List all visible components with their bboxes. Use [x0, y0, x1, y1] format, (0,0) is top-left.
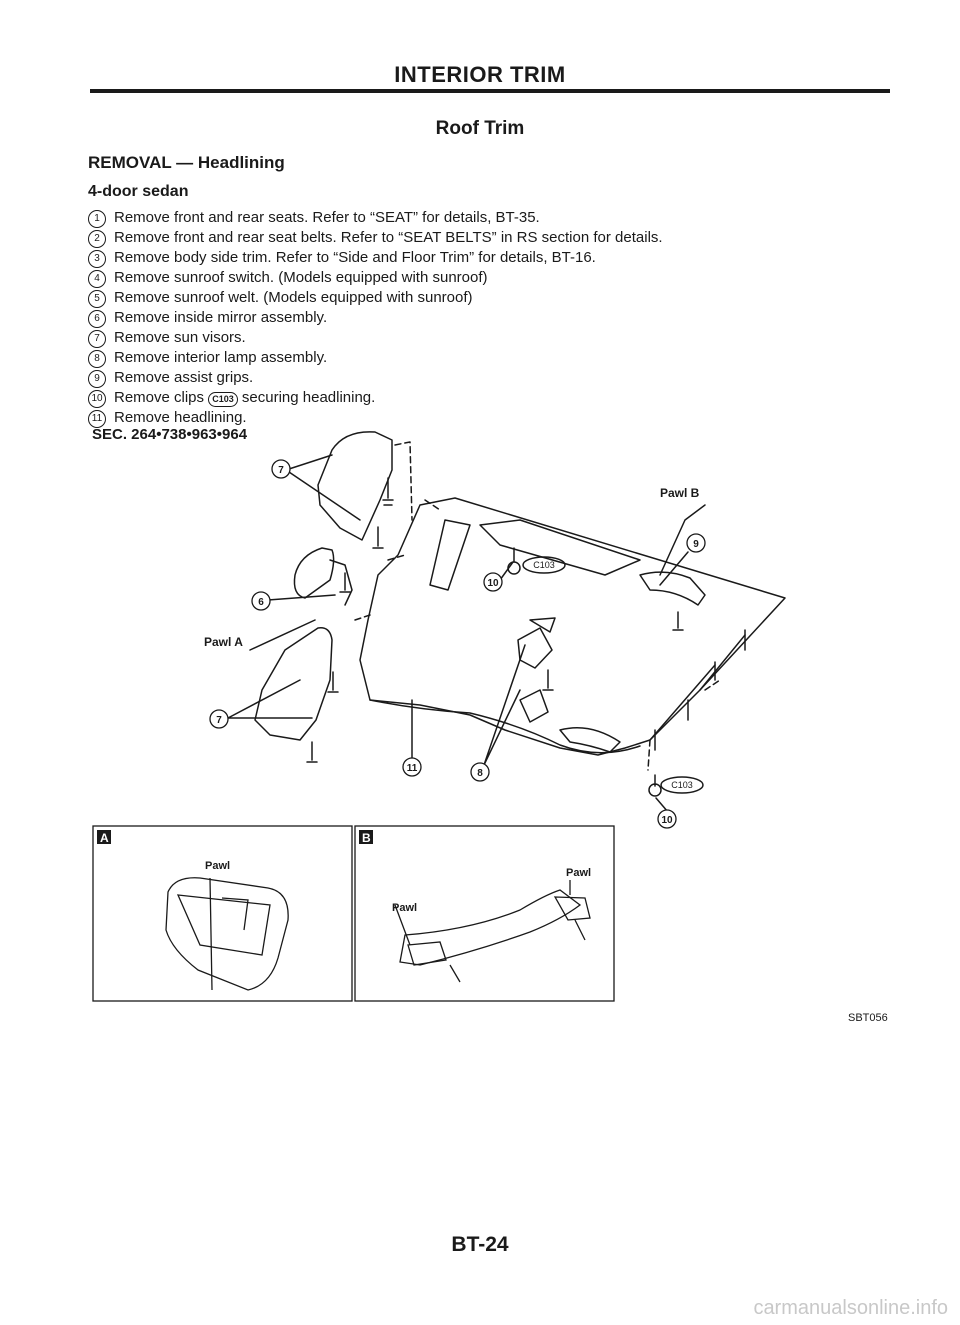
step-number: 4 [88, 270, 106, 288]
callout-label: 10 [661, 815, 673, 826]
callout-7-lower [209, 709, 229, 729]
step-number: 6 [88, 310, 106, 328]
step-number: 10 [88, 390, 106, 408]
step-text: Remove front and rear seat belts. Refer … [114, 229, 663, 246]
callout-9 [686, 533, 706, 553]
inset-b-letter: B [362, 831, 371, 845]
step-text: Remove sun visors. [114, 329, 246, 346]
page-number: BT-24 [451, 1233, 509, 1256]
step-number: 9 [88, 370, 106, 388]
callout-8 [470, 762, 490, 782]
inset-b-pawl-right-label: Pawl [566, 867, 591, 879]
sun-visor-upper [317, 431, 393, 541]
pawl-a-label: Pawl A [204, 635, 243, 649]
callout-label: 9 [693, 539, 699, 550]
step-item: 2 Remove front and rear seat belts. Refer… [88, 228, 663, 248]
clip-oval-label: C103 [533, 560, 555, 570]
step-text: Remove headlining. [114, 409, 247, 426]
step-text: Remove interior lamp assembly. [114, 349, 328, 366]
inset-a-mirror-housing [165, 877, 289, 991]
section-title: Roof Trim [435, 118, 525, 139]
sunroof-opening [479, 519, 641, 576]
interior-lamp-front [517, 627, 553, 669]
inset-b-assist-grip [399, 889, 582, 966]
assist-grip-front [559, 727, 621, 753]
callout-6 [251, 591, 271, 611]
callout-10-upper [483, 572, 503, 592]
callout-11 [402, 757, 422, 777]
assist-grip-rear [639, 571, 706, 606]
mirror-stem [329, 559, 353, 606]
step-item: 1 Remove front and rear seats. Refer to “… [88, 208, 663, 228]
header-rule [90, 89, 890, 93]
callout-10-lower [657, 809, 677, 829]
step-text: Remove clips [114, 389, 205, 406]
callout-label: 8 [477, 768, 483, 779]
step-item: 8 Remove interior lamp assembly. [88, 348, 663, 368]
callout-label: 7 [216, 715, 222, 726]
step-text: Remove sunroof switch. (Models equipped … [114, 269, 488, 286]
step-text: Remove sunroof welt. (Models equipped wi… [114, 289, 473, 306]
callout-label: 10 [487, 578, 499, 589]
step-number: 8 [88, 350, 106, 368]
removal-title: REMOVAL — Headlining [88, 153, 285, 172]
step-item: 4 Remove sunroof switch. (Models equipped… [88, 268, 663, 288]
body-variant: 4-door sedan [88, 183, 189, 200]
inset-a-pawl-label: Pawl [205, 860, 230, 872]
clip-symbol: C103 [208, 392, 238, 407]
removal-steps: 1 Remove front and rear seats. Refer to “… [88, 208, 663, 428]
pawl-b-label: Pawl B [660, 486, 700, 500]
step-item: 11 Remove headlining. [88, 408, 663, 428]
step-item: 5 Remove sunroof welt. (Models equipped w… [88, 288, 663, 308]
callout-7-upper [271, 459, 291, 479]
step-text: Remove assist grips. [114, 369, 254, 386]
step-text: Remove inside mirror assembly. [114, 309, 328, 326]
step-text: Remove body side trim. Refer to “Side an… [114, 249, 596, 266]
inset-a-letter: A [100, 831, 109, 845]
headlining-inner-edge [429, 519, 471, 591]
step-text-after: securing headlining. [241, 389, 376, 406]
step-item: 3 Remove body side trim. Refer to “Side a… [88, 248, 663, 268]
step-number: 2 [88, 230, 106, 248]
sun-visor-lower [254, 627, 333, 741]
callout-label: 7 [278, 465, 284, 476]
step-number: 11 [88, 410, 106, 428]
section-code-label: SEC. 264•738•963•964 [92, 426, 248, 443]
inset-a-frame [92, 825, 353, 1002]
headlining-panel [359, 497, 786, 756]
inside-mirror [293, 547, 335, 599]
clip-oval-label: C103 [671, 780, 693, 790]
headlining-exploded-diagram: 7 6 7 9 10 11 8 10 C103 C103 Pawl A Pawl… [92, 431, 786, 1002]
callout-label: 11 [407, 763, 418, 774]
step-number: 1 [88, 210, 106, 228]
interior-lamp-rear [519, 689, 549, 723]
step-item: 6 Remove inside mirror assembly. [88, 308, 663, 328]
watermark: carmanualsonline.info [753, 1297, 948, 1319]
step-item: 9 Remove assist grips. [88, 368, 663, 388]
inset-b-frame [354, 825, 615, 1002]
step-item: 10 Remove clips C103 securing headlining. [88, 388, 663, 408]
step-item: 7 Remove sun visors. [88, 328, 663, 348]
page-header-title: INTERIOR TRIM [394, 62, 566, 87]
step-number: 3 [88, 250, 106, 268]
callout-label: 6 [258, 597, 264, 608]
step-number: 5 [88, 290, 106, 308]
step-number: 7 [88, 330, 106, 348]
figure-code: SBT056 [848, 1012, 888, 1024]
inset-b-pawl-left-label: Pawl [392, 902, 417, 914]
step-text: Remove front and rear seats. Refer to “S… [114, 209, 540, 226]
